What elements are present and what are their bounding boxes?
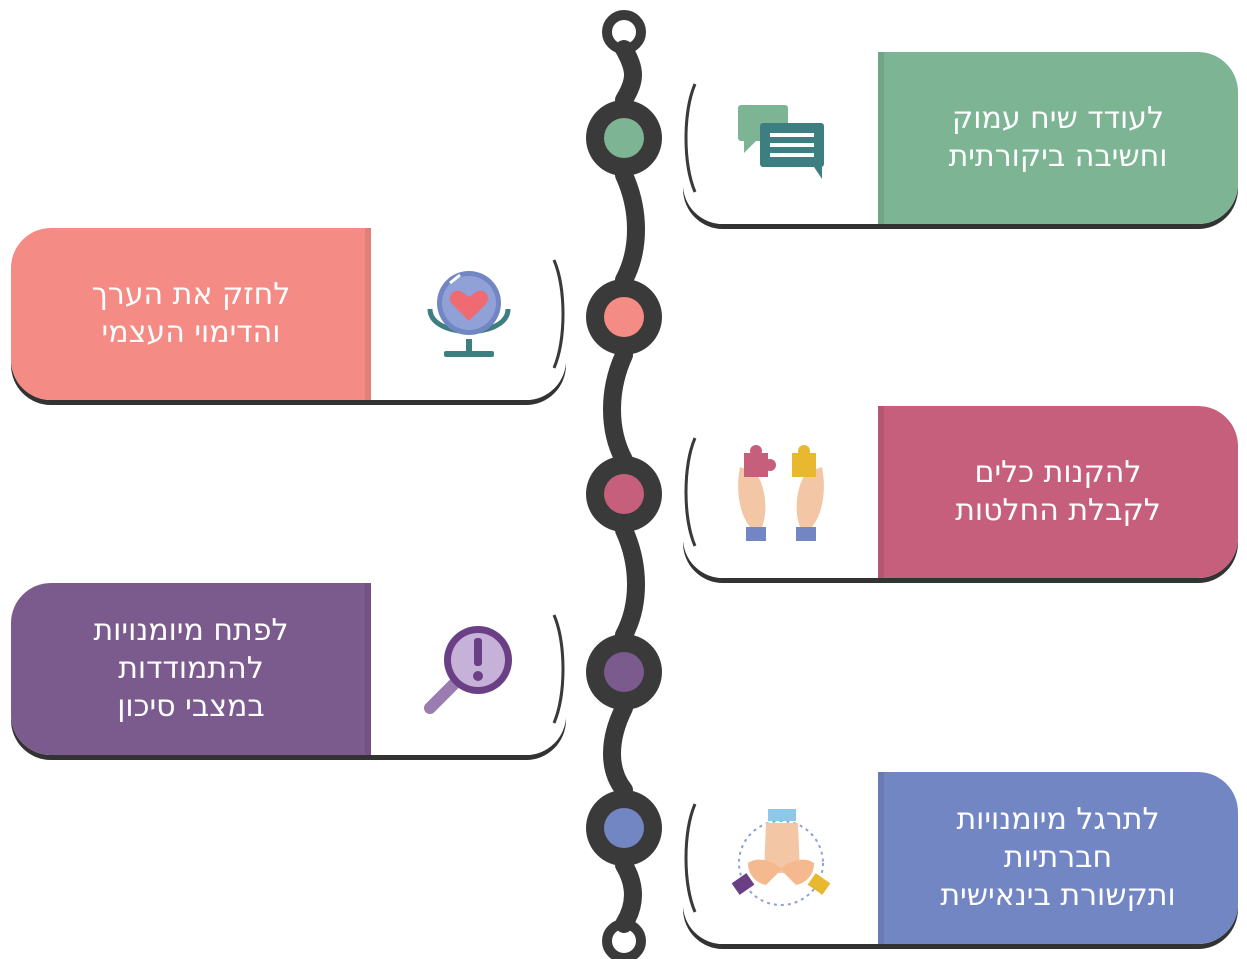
icon-panel xyxy=(371,228,566,400)
bracket-decoration xyxy=(684,83,697,193)
icon-panel xyxy=(683,406,878,578)
puzzle-hands-icon xyxy=(737,445,824,541)
color-panel: להקנות כלים לקבלת החלטות xyxy=(878,406,1238,578)
color-panel: לחזק את הערך והדימוי העצמי xyxy=(11,228,371,400)
timeline-node-4 xyxy=(586,634,662,710)
bracket-decoration xyxy=(684,803,697,913)
label-line: להתמודדות xyxy=(118,651,264,686)
label-line: לעודד שיח עמוק xyxy=(951,101,1164,136)
card-social-skills: לתרגל מיומנויות חברתיות ותקשורת בינאישית xyxy=(683,772,1238,944)
timeline-node-1 xyxy=(586,100,662,176)
label-line: לקבלת החלטות xyxy=(955,493,1161,528)
chat-bubbles-icon xyxy=(737,105,824,179)
bracket-decoration xyxy=(684,437,697,547)
color-panel: לעודד שיח עמוק וחשיבה ביקורתית xyxy=(878,52,1238,224)
label-line: ותקשורת בינאישית xyxy=(940,878,1176,913)
timeline-node-5 xyxy=(586,790,662,866)
color-panel: לתרגל מיומנויות חברתיות ותקשורת בינאישית xyxy=(878,772,1238,944)
label-line: והדימוי העצמי xyxy=(101,315,281,350)
bracket-decoration xyxy=(552,259,565,369)
timeline-node-2 xyxy=(586,279,662,355)
card-self-esteem: לחזק את הערך והדימוי העצמי xyxy=(11,228,566,400)
icon-panel xyxy=(683,772,878,944)
heart-mirror-icon xyxy=(427,271,510,357)
card-risk-coping: לפתח מיומנויות להתמודדות במצבי סיכון xyxy=(11,583,566,755)
icon-panel xyxy=(371,583,566,755)
bracket-decoration xyxy=(552,614,565,724)
label-line: לפתח מיומנויות xyxy=(93,613,289,648)
card-deep-dialogue: לעודד שיח עמוק וחשיבה ביקורתית xyxy=(683,52,1238,224)
card-label: לתרגל מיומנויות חברתיות ותקשורת בינאישית xyxy=(940,801,1175,915)
card-label: לעודד שיח עמוק וחשיבה ביקורתית xyxy=(949,100,1168,176)
color-panel: לפתח מיומנויות להתמודדות במצבי סיכון xyxy=(11,583,371,755)
icon-panel xyxy=(683,52,878,224)
label-line: לחזק את הערך xyxy=(91,277,291,312)
label-line: וחשיבה ביקורתית xyxy=(948,139,1168,174)
card-label: לחזק את הערך והדימוי העצמי xyxy=(92,276,291,352)
label-line: להקנות כלים xyxy=(974,455,1142,490)
card-decision-tools: להקנות כלים לקבלת החלטות xyxy=(683,406,1238,578)
teamwork-hands-icon xyxy=(731,809,830,906)
magnifier-warning-icon xyxy=(423,626,512,714)
card-label: לפתח מיומנויות להתמודדות במצבי סיכון xyxy=(93,612,288,726)
label-line: לתרגל מיומנויות xyxy=(956,802,1160,837)
timeline-node-3 xyxy=(586,456,662,532)
card-label: להקנות כלים לקבלת החלטות xyxy=(955,454,1161,530)
label-line: חברתיות xyxy=(1003,840,1113,875)
label-line: במצבי סיכון xyxy=(117,689,265,724)
